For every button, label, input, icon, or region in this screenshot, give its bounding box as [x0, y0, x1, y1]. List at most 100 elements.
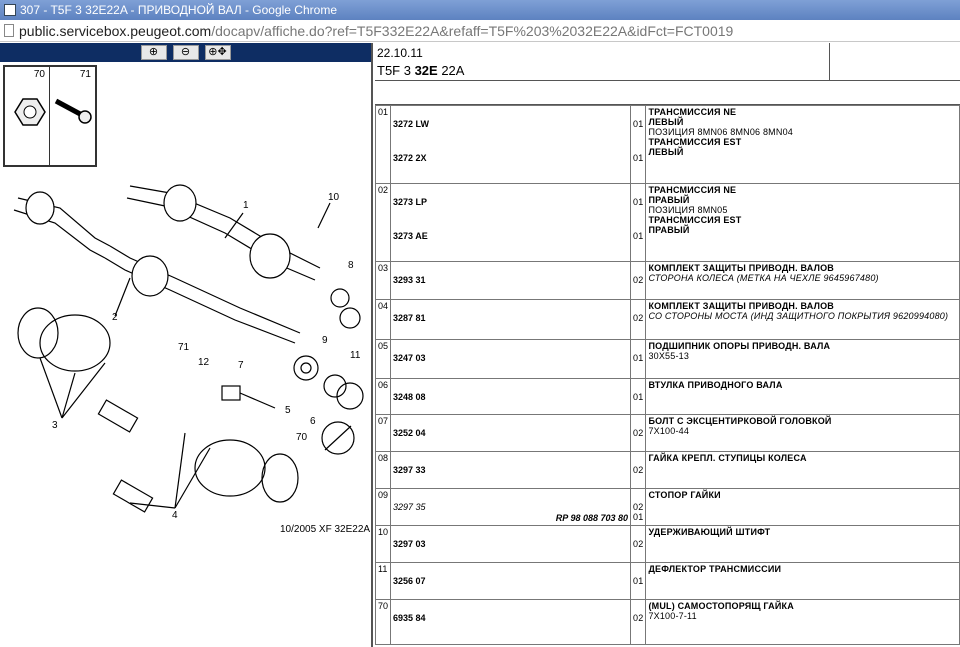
desc-note: СТОРОНА КОЛЕСА (МЕТКА НА ЧЕХЛЕ 964596748… — [648, 273, 879, 283]
table-row: 07 3252 04 02 БОЛТ С ЭКСЦЕНТИРКОВОЙ ГОЛО… — [374, 414, 960, 452]
ref-cell: 6935 84 — [390, 599, 632, 645]
qty: 02 — [633, 313, 644, 323]
parts-table: 01 3272 LW 3272 2X 01 01 ТРАНСМИССИЯ NE … — [374, 105, 960, 645]
ref-cell: 3256 07 — [390, 562, 632, 600]
url-host[interactable]: public.servicebox.peugeot.com — [19, 22, 212, 39]
zoom-toolbar: ⊕ ⊖ ⊕✥ — [0, 43, 371, 62]
ref-cell: 3248 08 — [390, 378, 632, 415]
qty: 02 — [633, 275, 644, 285]
zoom-out-button[interactable]: ⊖ — [172, 45, 199, 60]
qty: 02 — [633, 465, 644, 475]
bolt-icon — [54, 98, 92, 124]
pos-cell: 08 — [374, 451, 392, 489]
part-ref[interactable]: 3256 07 — [393, 576, 426, 586]
ref-cell: 3293 31 — [390, 261, 632, 300]
table-row: 06 3248 08 01 ВТУЛКА ПРИВОДНОГО ВАЛА — [374, 378, 960, 415]
qty: 01 — [633, 576, 644, 586]
table-row: 05 3247 03 01 ПОДШИПНИК ОПОРЫ ПРИВОДН. В… — [374, 339, 960, 379]
callout-8: 8 — [348, 260, 354, 271]
zoom-fit-button[interactable]: ⊕✥ — [204, 45, 231, 60]
qty: 01 — [633, 153, 644, 163]
part-ref[interactable]: 3272 LW — [393, 119, 430, 129]
diagram-caption: 10/2005 XF 32E22A — [280, 524, 371, 535]
callout-4: 4 — [172, 510, 178, 521]
url-path[interactable]: /docapv/affiche.do?ref=T5F332E22A&refaff… — [211, 22, 734, 39]
divider — [829, 43, 830, 81]
window-titlebar: 307 - T5F 3 32E22A - ПРИВОДНОЙ ВАЛ - Goo… — [0, 0, 960, 20]
qty-cell: 02 — [630, 299, 647, 340]
callout-5: 5 — [285, 405, 291, 416]
table-row: 02 3273 LP 3273 AE 01 01 ТРАНСМИССИЯ NE … — [374, 183, 960, 262]
desc-line: ГАЙКА КРЕПЛ. СТУПИЦЫ КОЛЕСА — [648, 453, 807, 463]
desc-note: СО СТОРОНЫ МОСТА (ИНД ЗАЩИТНОГО ПОКРЫТИЯ… — [648, 311, 949, 321]
callout-3: 3 — [52, 420, 58, 431]
callout-12: 12 — [198, 357, 210, 368]
qty: 01 — [633, 197, 644, 207]
part-ref[interactable]: 3297 03 — [393, 539, 426, 549]
qty-cell: 01 01 — [630, 183, 647, 262]
qty: 02 — [633, 502, 644, 512]
legend-num: 71 — [79, 69, 91, 80]
qty-cell: 01 — [630, 562, 647, 600]
callout-1: 1 — [243, 200, 249, 211]
qty: 02 — [633, 539, 644, 549]
alt-ref[interactable]: RP 98 088 703 80 — [555, 513, 629, 523]
desc-cell: ДЕФЛЕКТОР ТРАНСМИССИИ — [645, 562, 960, 600]
desc-line: (MUL) САМОСТОПОРЯЩ ГАЙКА — [648, 601, 794, 611]
pos-cell: 07 — [374, 414, 392, 452]
qty: 02 — [633, 613, 644, 623]
desc-line: ЛЕВЫЙ — [648, 117, 684, 127]
table-row: 01 3272 LW 3272 2X 01 01 ТРАНСМИССИЯ NE … — [374, 105, 960, 184]
address-bar[interactable]: public.servicebox.peugeot.com /docapv/af… — [0, 20, 960, 42]
part-ref[interactable]: 6935 84 — [393, 613, 426, 623]
pos-cell: 04 — [374, 299, 392, 340]
desc-line: ТРАНСМИССИЯ NE — [648, 107, 737, 117]
part-ref[interactable]: 3297 35 — [393, 502, 426, 512]
part-ref[interactable]: 3273 LP — [393, 197, 428, 207]
callout-2: 2 — [112, 312, 118, 323]
part-ref[interactable]: 3247 03 — [393, 353, 426, 363]
pos-cell: 01 — [374, 105, 392, 184]
part-ref[interactable]: 3293 31 — [393, 275, 426, 285]
desc-line: ТРАНСМИССИЯ NE — [648, 185, 737, 195]
ref-part: 22A — [437, 63, 465, 78]
ref-cell: 3287 81 — [390, 299, 632, 340]
part-ref[interactable]: 3272 2X — [393, 153, 427, 163]
part-ref[interactable]: 3287 81 — [393, 313, 426, 323]
part-ref[interactable]: 3252 04 — [393, 428, 426, 438]
desc-cell: СТОПОР ГАЙКИ — [645, 488, 960, 526]
part-ref[interactable]: 3248 08 — [393, 392, 426, 402]
part-ref[interactable]: 3297 33 — [393, 465, 426, 475]
desc-line: ПРАВЫЙ — [648, 225, 690, 235]
nut-icon — [14, 98, 46, 126]
qty-cell: 02 — [630, 525, 647, 563]
part-ref[interactable]: 3273 AE — [393, 231, 428, 241]
ref-cell: 3297 33 — [390, 451, 632, 489]
pos-cell: 09 — [374, 488, 392, 526]
pos-cell: 02 — [374, 183, 392, 262]
table-row: 10 3297 03 02 УДЕРЖИВАЮЩИЙ ШТИФТ — [374, 525, 960, 563]
qty-cell: 02 — [630, 451, 647, 489]
header-ref: T5F 3 32E 22A — [377, 63, 464, 78]
table-row: 08 3297 33 02 ГАЙКА КРЕПЛ. СТУПИЦЫ КОЛЕС… — [374, 451, 960, 489]
pos-cell: 70 — [374, 599, 392, 645]
pos-cell: 11 — [374, 562, 392, 600]
desc-line: ПРАВЫЙ — [648, 195, 690, 205]
qty-cell: 01 — [630, 378, 647, 415]
zoom-in-button[interactable]: ⊕ — [140, 45, 167, 60]
ref-cell: 3252 04 — [390, 414, 632, 452]
callout-6: 6 — [310, 416, 316, 427]
desc-line: БОЛТ С ЭКСЦЕНТИРКОВОЙ ГОЛОВКОЙ — [648, 416, 832, 426]
desc-line: ТРАНСМИССИЯ EST — [648, 215, 742, 225]
driveshaft-diagram: 1 2 3 4 5 6 7 8 9 10 11 12 70 71 — [13, 184, 364, 521]
desc-line: ПОДШИПНИК ОПОРЫ ПРИВОДН. ВАЛА — [648, 341, 831, 351]
callout-11: 11 — [350, 350, 361, 361]
app-icon — [4, 4, 16, 16]
qty-cell: 02 — [630, 261, 647, 300]
table-row: 04 3287 81 02 КОМПЛЕКТ ЗАЩИТЫ ПРИВОДН. В… — [374, 299, 960, 340]
